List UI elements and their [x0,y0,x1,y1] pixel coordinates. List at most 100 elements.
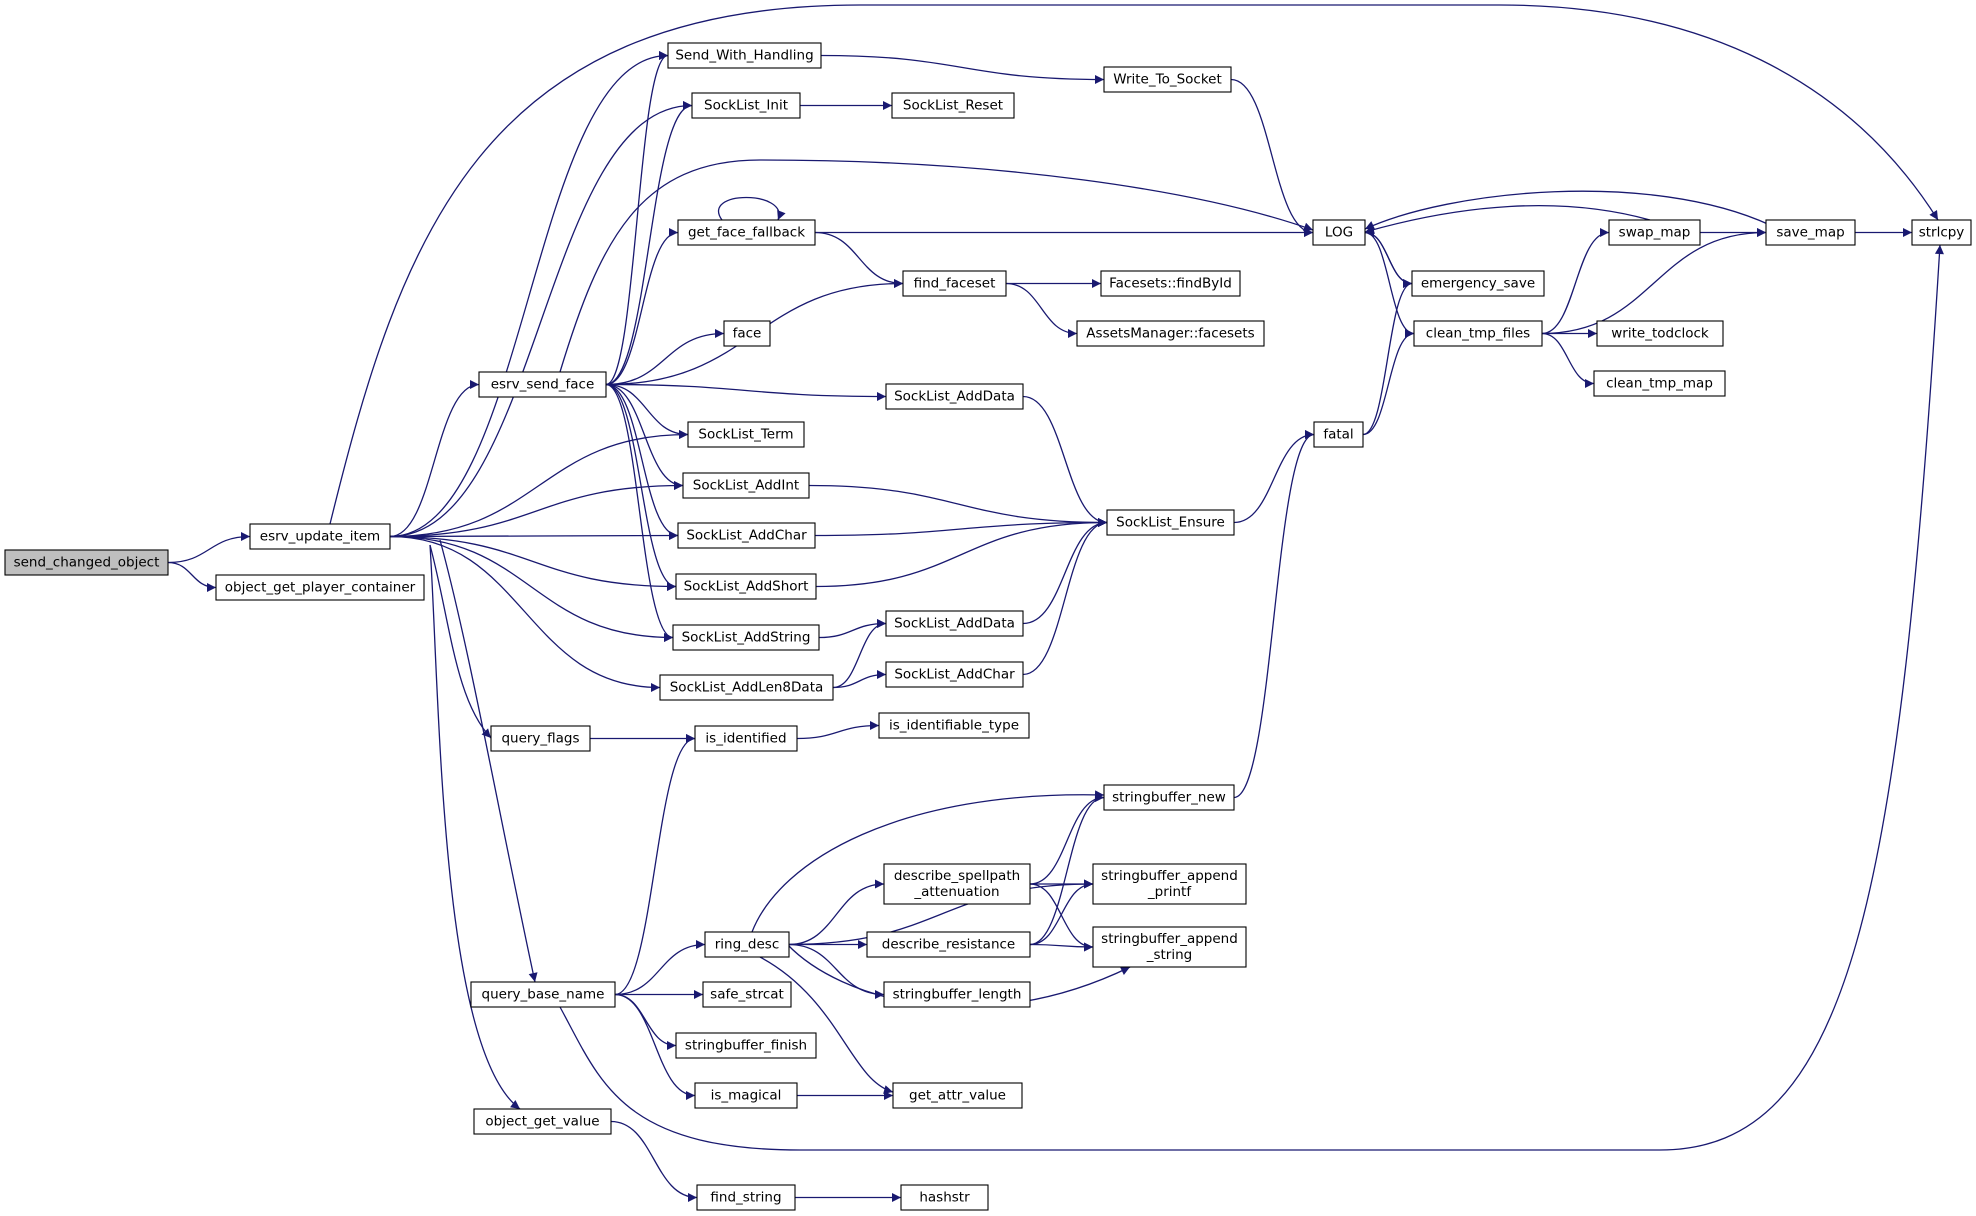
node-SockList_AddString[interactable]: SockList_AddString [672,624,820,651]
node-box [885,610,1024,637]
node-label: SockList_AddLen8Data [670,680,824,696]
node-SockList_AddShort[interactable]: SockList_AddShort [675,573,817,600]
edge-esrv_send_face-to-SockList_Init [605,101,693,386]
node-Write_To_Socket[interactable]: Write_To_Socket [1103,66,1232,93]
node-box [900,1184,989,1211]
node-label: swap_map [1619,225,1691,241]
node-box [1076,320,1265,347]
node-box [687,421,805,448]
node-box [1596,320,1724,347]
edge-query_base_name-to-ring_desc [614,940,706,996]
node-esrv_send_face[interactable]: esrv_send_face [478,371,607,398]
node-stringbuffer_finish[interactable]: stringbuffer_finish [675,1032,817,1059]
node-get_face_fallback[interactable]: get_face_fallback [677,219,816,246]
node-label: query_flags [501,731,579,747]
node-label: SockList_AddChar [686,528,807,544]
node-SockList_Term[interactable]: SockList_Term [687,421,805,448]
node-SockList_Reset[interactable]: SockList_Reset [891,92,1015,119]
edge-esrv_update_item-to-query_base_name [439,539,538,983]
edge-ring_desc-to-describe_spellpath_attenuation [788,879,885,946]
node-SockList_AddLen8Data[interactable]: SockList_AddLen8Data [659,674,834,701]
edge-ring_desc-to-get_attr_value [759,956,894,1094]
node-get_attr_value[interactable]: get_attr_value [892,1082,1023,1109]
node-Send_With_Handling[interactable]: Send_With_Handling [667,42,822,69]
node-save_map[interactable]: save_map [1765,219,1856,246]
node-box [878,712,1030,739]
node-box [1092,926,1247,968]
node-clean_tmp_map[interactable]: clean_tmp_map [1593,370,1726,397]
edge-esrv_update_item-to-SockList_AddString [389,535,674,642]
node-is_identifiable_type[interactable]: is_identifiable_type [878,712,1030,739]
node-SockList_AddInt[interactable]: SockList_AddInt [682,472,810,499]
node-label: is_identifiable_type [889,718,1019,734]
edge-Send_With_Handling-to-Write_To_Socket [820,54,1105,84]
node-Facesets_findById[interactable]: Facesets::findById [1100,270,1241,297]
node-label: is_identified [705,731,786,747]
node-label: object_get_player_container [225,580,416,596]
node-LOG[interactable]: LOG [1312,219,1366,246]
node-swap_map[interactable]: swap_map [1608,219,1701,246]
node-label: SockList_Init [704,98,788,114]
node-find_string[interactable]: find_string [696,1184,796,1211]
node-SockList_Init[interactable]: SockList_Init [691,92,801,119]
node-esrv_update_item[interactable]: esrv_update_item [249,523,391,550]
node-find_faceset[interactable]: find_faceset [902,270,1007,297]
node-box [696,1184,796,1211]
edges [167,4,1944,1202]
node-box [215,574,425,601]
node-SockList_AddData_2[interactable]: SockList_AddData [885,610,1024,637]
node-box [885,383,1024,410]
node-box [677,219,816,246]
node-stringbuffer_new[interactable]: stringbuffer_new [1103,784,1235,811]
edge-esrv_send_face-to-LOG [559,159,1314,373]
node-object_get_value[interactable]: object_get_value [473,1108,612,1135]
node-ring_desc[interactable]: ring_desc [704,931,790,958]
node-label: emergency_save [1421,276,1535,292]
node-AssetsManager_facesets[interactable]: AssetsManager::facesets [1076,320,1265,347]
node-SockList_AddChar_1[interactable]: SockList_AddChar [677,522,816,549]
node-box [1103,66,1232,93]
node-label: clean_tmp_files [1426,326,1530,342]
node-emergency_save[interactable]: emergency_save [1411,270,1545,297]
edge-describe_spellpath_attenuation-to-stringbuffer_new [1029,793,1105,885]
node-describe_resistance[interactable]: describe_resistance [866,931,1031,958]
edge-find_faceset-to-AssetsManager_facesets [1005,282,1078,338]
node-fatal[interactable]: fatal [1313,421,1364,448]
node-clean_tmp_files[interactable]: clean_tmp_files [1413,320,1543,347]
edge-SockList_AddInt-to-SockList_Ensure [808,484,1108,527]
node-label: SockList_Term [698,427,793,443]
edge-esrv_send_face-to-face [605,329,725,386]
node-stringbuffer_append_printf[interactable]: stringbuffer_append_printf [1092,863,1247,905]
node-query_flags[interactable]: query_flags [490,725,591,752]
node-is_magical[interactable]: is_magical [694,1082,798,1109]
node-box [675,1032,817,1059]
node-SockList_AddChar_2[interactable]: SockList_AddChar [885,661,1024,688]
node-hashstr[interactable]: hashstr [900,1184,989,1211]
node-box [677,522,816,549]
node-label: Send_With_Handling [675,48,813,64]
node-label: _attenuation [913,884,999,900]
node-object_get_player_container[interactable]: object_get_player_container [215,574,425,601]
node-write_todclock[interactable]: write_todclock [1596,320,1724,347]
node-box [1411,270,1545,297]
node-send_changed_object[interactable]: send_changed_object [4,549,169,576]
node-stringbuffer_append_string[interactable]: stringbuffer_append_string [1092,926,1247,968]
node-SockList_AddData_1[interactable]: SockList_AddData [885,383,1024,410]
node-box [478,371,607,398]
node-box [4,549,169,576]
edge-esrv_update_item-to-SockList_Term [389,430,689,538]
node-SockList_Ensure[interactable]: SockList_Ensure [1106,509,1235,536]
node-label: describe_resistance [882,937,1015,953]
node-safe_strcat[interactable]: safe_strcat [702,981,792,1008]
node-face[interactable]: face [723,320,771,347]
node-stringbuffer_length[interactable]: stringbuffer_length [883,981,1031,1008]
edge-clean_tmp_files-to-swap_map [1541,228,1610,335]
node-strlcpy[interactable]: strlcpy [1911,219,1972,246]
node-is_identified[interactable]: is_identified [694,725,798,752]
edge-esrv_update_item-to-SockList_AddChar_1 [389,531,679,541]
node-describe_spellpath_attenuation[interactable]: describe_spellpath_attenuation [883,863,1031,905]
edge-SockList_AddData_2-to-SockList_Ensure [1022,518,1108,625]
node-query_base_name[interactable]: query_base_name [470,981,616,1008]
node-label: SockList_AddInt [693,478,799,494]
edge-SockList_AddChar_1-to-SockList_Ensure [814,518,1108,537]
